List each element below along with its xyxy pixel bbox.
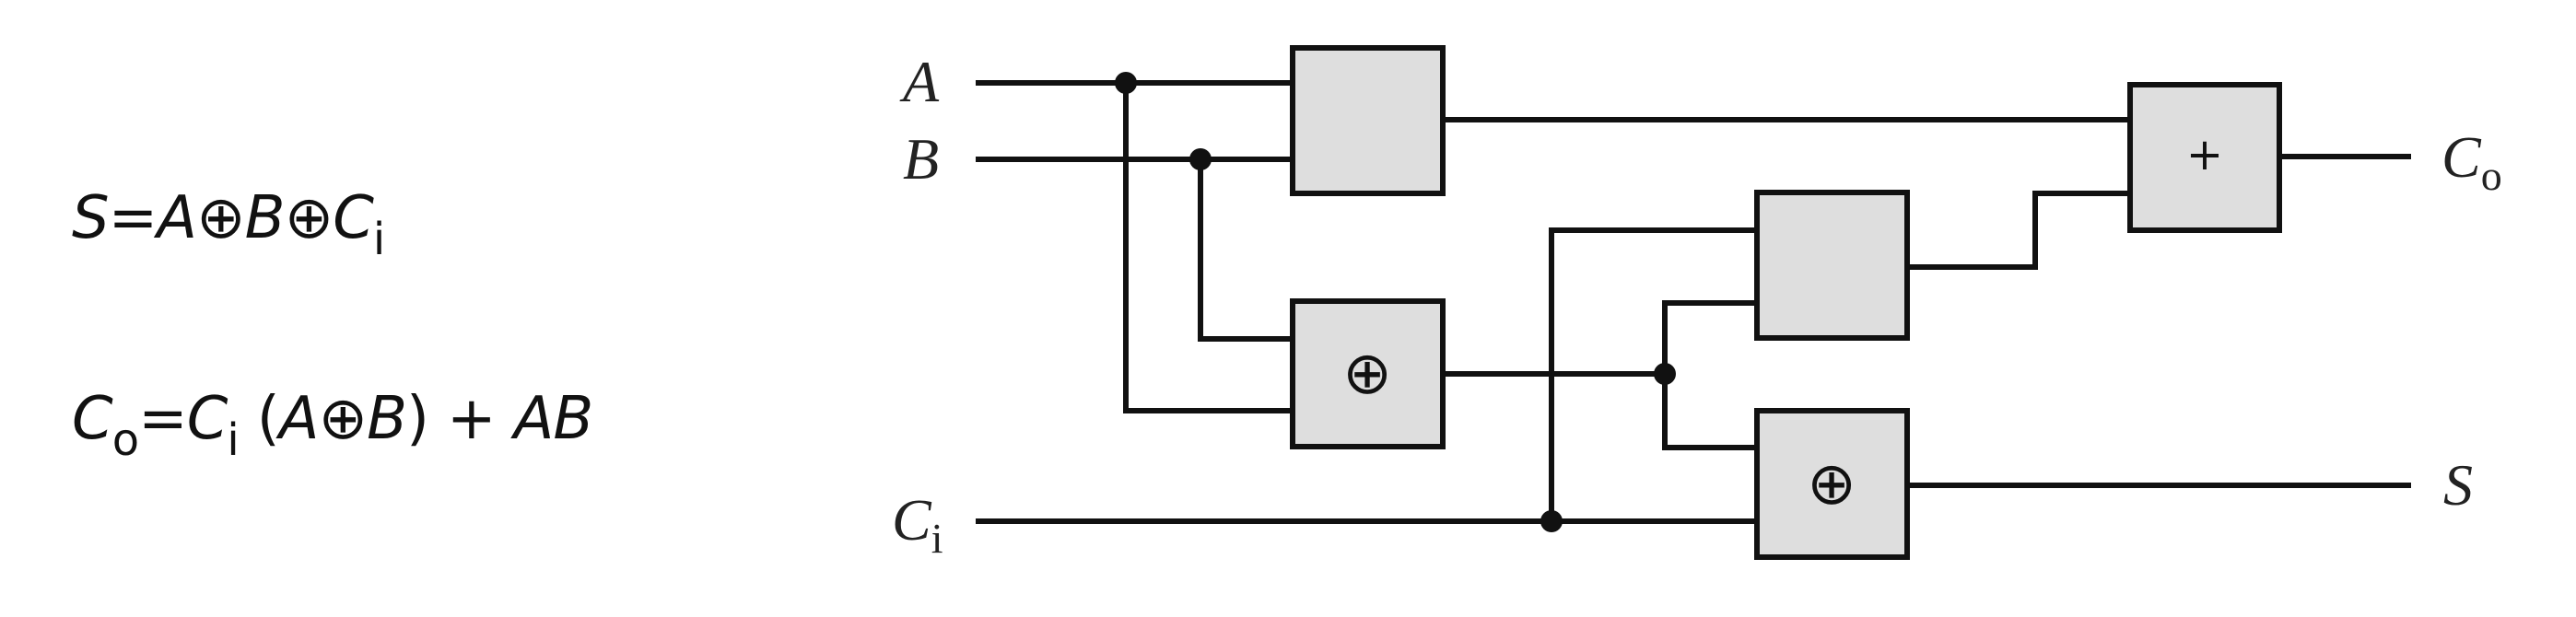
term-c-subscript: i	[227, 414, 239, 466]
junctions	[1115, 72, 1676, 532]
or-gate: +	[2127, 82, 2282, 233]
wire-b-branch	[1198, 157, 1295, 342]
xor-operator: ⊕	[284, 184, 334, 252]
wires	[976, 80, 2411, 524]
input-label-ci-subscript: i	[931, 515, 943, 562]
wire-a-branch	[1123, 80, 1295, 413]
carry-lhs: C	[72, 385, 113, 453]
xor-operator: ⊕	[318, 385, 368, 453]
xor-operator: ⊕	[196, 184, 246, 252]
or-symbol: +	[2186, 129, 2223, 180]
xor-symbol: ⊕	[1342, 340, 1392, 408]
input-label-ci-main: C	[892, 487, 932, 553]
term-a: A	[157, 184, 197, 252]
junction-dot-ci	[1540, 510, 1563, 532]
xor-gate-1: ⊕	[1290, 298, 1446, 449]
input-label-ci: Ci	[892, 487, 943, 562]
wire-ci-to-and2	[1549, 227, 1760, 524]
equals-sign: =	[138, 385, 188, 453]
or-operator: +	[446, 385, 497, 453]
xor-gate-2: ⊕	[1754, 408, 1910, 560]
left-paren: (	[256, 385, 280, 453]
input-label-a: A	[899, 49, 940, 114]
term-c-subscript: i	[372, 214, 385, 265]
carry-equation: Co=Ci(A⊕B)+AB	[72, 385, 594, 466]
term-b: B	[244, 184, 286, 252]
output-label-co-main: C	[2441, 124, 2482, 190]
term-ab: AB	[513, 385, 594, 453]
junction-dot-a	[1115, 72, 1137, 94]
wire-xor1-to-xor2	[1662, 371, 1760, 450]
output-label-s: S	[2443, 452, 2473, 518]
junction-dot-xor1	[1654, 363, 1676, 385]
xor-symbol: ⊕	[1807, 450, 1856, 518]
wire-and2-out	[1904, 191, 2133, 270]
input-label-b: B	[903, 126, 939, 192]
term-b: B	[367, 385, 407, 453]
term-a: A	[278, 385, 320, 453]
and-gate-1	[1290, 45, 1446, 196]
output-label-co-subscript: o	[2481, 152, 2502, 199]
and-gate-2	[1754, 190, 1910, 341]
term-c: C	[186, 385, 228, 453]
equals-sign: =	[108, 184, 158, 252]
carry-lhs-subscript: o	[111, 414, 139, 466]
term-c: C	[333, 184, 374, 252]
right-paren: )	[406, 385, 429, 453]
sum-equation: S=A⊕B⊕Ci	[72, 184, 385, 265]
junction-dot-b	[1189, 148, 1212, 170]
wire-xor1-to-and2	[1662, 300, 1760, 377]
output-label-co: Co	[2441, 124, 2502, 199]
sum-lhs: S	[72, 184, 110, 252]
